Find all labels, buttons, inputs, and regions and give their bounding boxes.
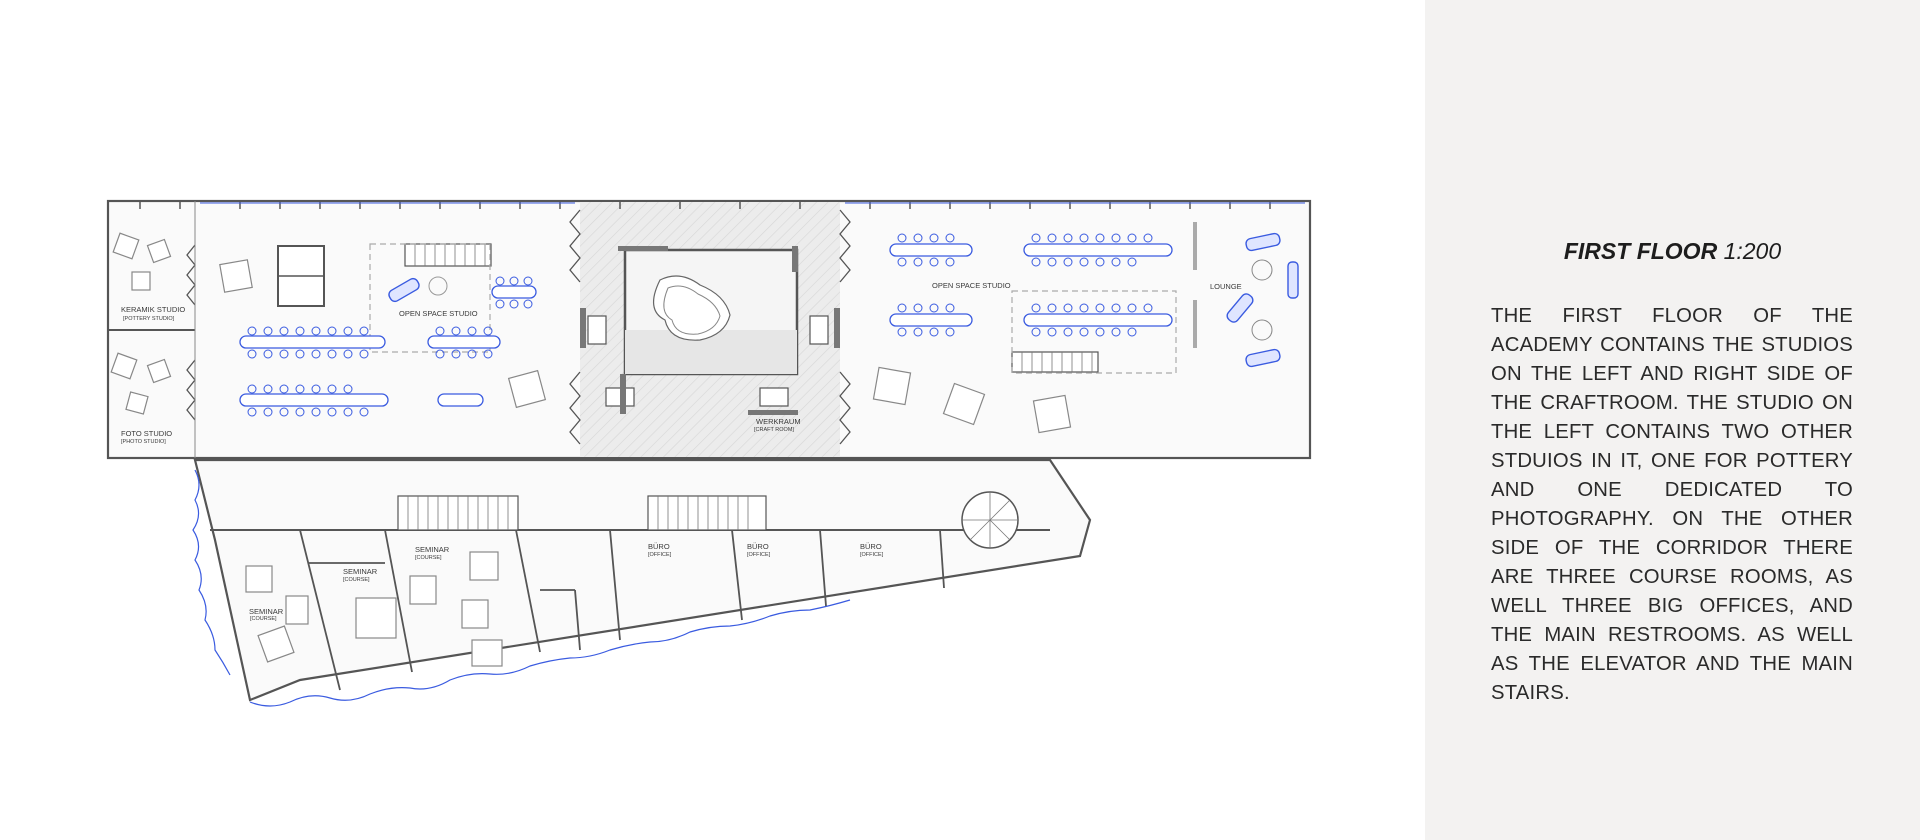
label-seminar3-sub: [COURSE] <box>415 555 442 561</box>
label-lounge: LOUNGE <box>1210 282 1242 291</box>
upper-wing <box>106 199 1312 460</box>
plan-title-floor: FIRST FLOOR <box>1563 238 1718 264</box>
label-buero1: BÜRO <box>648 542 670 551</box>
plan-title-scale: 1:200 <box>1723 238 1782 264</box>
label-open-right: OPEN SPACE STUDIO <box>932 281 1011 290</box>
lower-wing <box>192 458 1092 707</box>
label-seminar2-sub: [COURSE] <box>343 577 370 583</box>
label-buero3: BÜRO <box>860 542 882 551</box>
floor-plan-area: KERAMIK STUDIO [POTTERY STUDIO] FOTO STU… <box>106 199 1312 707</box>
label-buero1-sub: [OFFICE] <box>648 552 672 558</box>
label-buero2-sub: [OFFICE] <box>747 552 771 558</box>
label-foto-sub: [PHOTO STUDIO] <box>121 439 166 445</box>
label-seminar1: SEMINAR <box>249 607 284 616</box>
plan-title: FIRST FLOOR 1:200 <box>1425 238 1920 265</box>
label-seminar2: SEMINAR <box>343 567 378 576</box>
label-seminar1-sub: [COURSE] <box>250 616 277 622</box>
sculpture-icon <box>653 275 731 341</box>
label-werkraum: WERKRAUM <box>756 417 801 426</box>
label-open-left: OPEN SPACE STUDIO <box>399 309 478 318</box>
label-keramik: KERAMIK STUDIO <box>121 305 185 314</box>
label-buero2: BÜRO <box>747 542 769 551</box>
label-buero3-sub: [OFFICE] <box>860 552 884 558</box>
label-keramik-sub: [POTTERY STUDIO] <box>123 316 175 322</box>
label-foto: FOTO STUDIO <box>121 429 172 438</box>
description-panel: FIRST FLOOR 1:200 THE FIRST FLOOR OF THE… <box>1425 0 1920 840</box>
floor-plan-drawing: KERAMIK STUDIO [POTTERY STUDIO] FOTO STU… <box>106 199 1312 707</box>
plan-description: THE FIRST FLOOR OF THE ACADEMY CONTAINS … <box>1491 305 1853 704</box>
label-werkraum-sub: [CRAFT ROOM] <box>754 427 794 433</box>
label-seminar3: SEMINAR <box>415 545 450 554</box>
